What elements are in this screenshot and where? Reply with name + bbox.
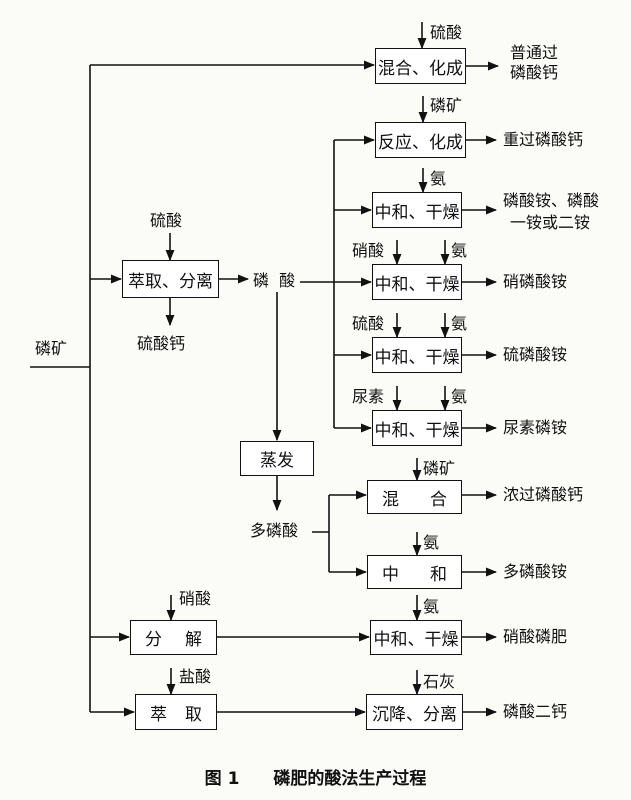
figure-title: 磷肥的酸法生产过程 bbox=[273, 769, 427, 789]
reagent-nitric-acid-decompose: 硝酸 bbox=[179, 589, 212, 608]
product-superphosphate-line-2: 磷酸钙 bbox=[510, 63, 559, 82]
byproduct-calcium-sulfate: 硫酸钙 bbox=[137, 334, 186, 353]
reagent-ammonia-3: 氨 bbox=[451, 314, 468, 333]
reagent-sulfuric-acid-top: 硫酸 bbox=[430, 23, 463, 42]
reagent-ammonia-4: 氨 bbox=[451, 387, 468, 406]
input-phosphate-rock-label: 磷矿 bbox=[35, 339, 68, 358]
reagent-nitric-acid-1: 硝酸 bbox=[352, 241, 385, 260]
product-urea-ammonium-phosphate: 尿素磷铵 bbox=[503, 418, 568, 437]
neutralize-dry-box-5: 中和、干燥 bbox=[370, 620, 462, 655]
decompose-box-char-2: 解 bbox=[185, 630, 202, 650]
product-sulfo-ammonium-phosphate: 硫磷酸铵 bbox=[503, 345, 568, 364]
reagent-phosphate-rock-react: 磷矿 bbox=[430, 96, 463, 115]
extract-separate-box: 萃取、分离 bbox=[122, 260, 219, 298]
reagent-sulfuric-acid-extract: 硫酸 bbox=[150, 211, 183, 230]
reagent-ammonia-6: 氨 bbox=[423, 597, 440, 616]
reagent-ammonia-5: 氨 bbox=[423, 533, 440, 552]
neutralize-box-char-2: 和 bbox=[430, 564, 447, 585]
mix-box-char-1: 混 bbox=[382, 489, 399, 510]
reagent-hydrochloric-acid: 盐酸 bbox=[179, 667, 212, 686]
product-concentrated-superphosphate: 浓过磷酸钙 bbox=[503, 485, 584, 504]
extract-box-char-1: 萃 bbox=[150, 704, 167, 725]
neutralize-dry-box-4: 中和、干燥 bbox=[372, 410, 462, 446]
evaporate-box: 蒸发 bbox=[240, 441, 314, 476]
precipitate-separate-box: 沉降、分离 bbox=[366, 694, 463, 730]
neutralize-dry-box-3: 中和、干燥 bbox=[372, 337, 462, 373]
decompose-box: 分 解 bbox=[130, 620, 217, 655]
reagent-urea: 尿素 bbox=[352, 387, 385, 406]
neutralize-box: 中 和 bbox=[367, 555, 462, 589]
product-dicalcium-phosphate: 磷酸二钙 bbox=[503, 702, 568, 721]
neutralize-dry-box-1: 中和、干燥 bbox=[372, 192, 462, 228]
mix-cure-box-1: 混合、化成 bbox=[375, 48, 466, 84]
polyphosphoric-acid-label: 多磷酸 bbox=[250, 521, 299, 540]
extract-box: 萃 取 bbox=[135, 694, 217, 730]
mix-box-char-2: 合 bbox=[430, 489, 447, 510]
decompose-box-char-1: 分 bbox=[145, 630, 162, 650]
product-ammonium-polyphosphate: 多磷酸铵 bbox=[503, 562, 568, 581]
reagent-sulfuric-acid-2: 硫酸 bbox=[352, 314, 385, 333]
react-cure-box: 反应、化成 bbox=[375, 122, 466, 158]
extract-box-char-2: 取 bbox=[185, 704, 202, 725]
product-nitrophosphate: 硝酸磷肥 bbox=[503, 627, 568, 646]
product-ammonium-phosphate-line-2: 一铵或二铵 bbox=[510, 213, 591, 232]
product-nitro-ammonium-phosphate: 硝磷酸铵 bbox=[503, 272, 568, 291]
mix-box: 混 合 bbox=[367, 480, 462, 514]
neutralize-dry-box-2: 中和、干燥 bbox=[372, 264, 462, 300]
product-superphosphate-line-1: 普通过 bbox=[510, 43, 559, 62]
figure-number: 图 1 bbox=[204, 769, 240, 789]
product-ammonium-phosphate-line-1: 磷酸铵、磷酸 bbox=[503, 191, 600, 210]
reagent-phosphate-rock-mix: 磷矿 bbox=[423, 459, 456, 478]
phosphoric-acid-label: 磷 酸 bbox=[253, 271, 296, 290]
figure-caption: 图 1 磷肥的酸法生产过程 bbox=[0, 764, 631, 789]
reagent-lime: 石灰 bbox=[423, 672, 456, 691]
product-triple-superphosphate: 重过磷酸钙 bbox=[503, 130, 584, 149]
reagent-ammonia-2: 氨 bbox=[451, 241, 468, 260]
neutralize-box-char-1: 中 bbox=[382, 564, 399, 585]
reagent-ammonia-1: 氨 bbox=[430, 169, 447, 188]
